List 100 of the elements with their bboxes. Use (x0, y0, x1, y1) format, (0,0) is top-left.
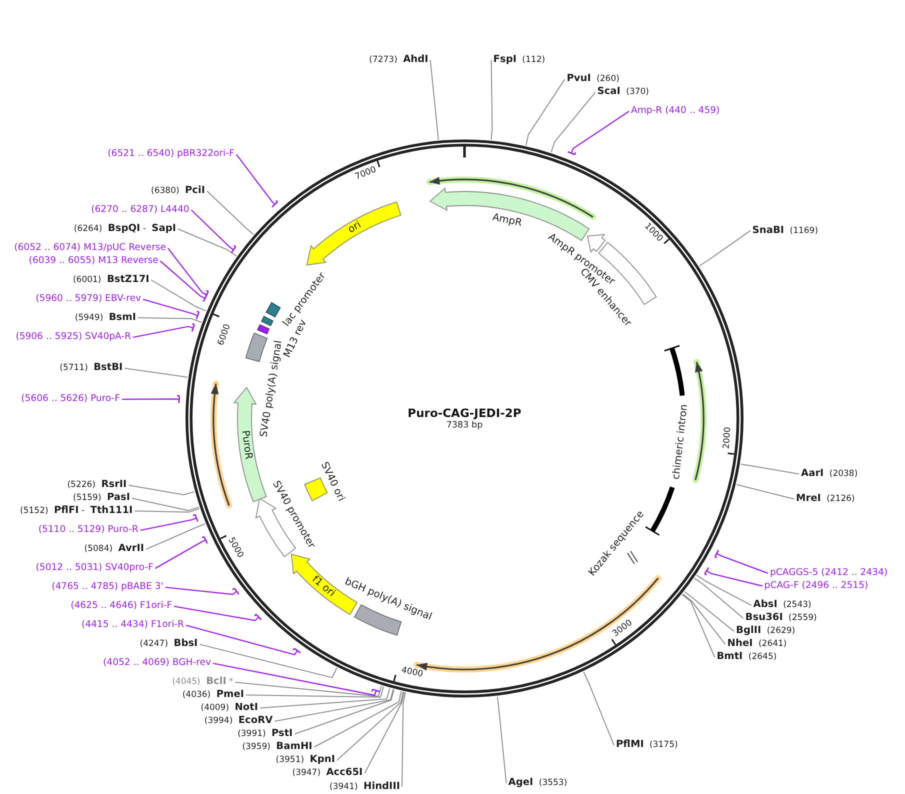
feature-label: SV40 poly(A) signal (258, 339, 284, 438)
restriction-site-label: (4009) NotI (198, 702, 260, 714)
leader-line (698, 230, 751, 266)
restriction-site-label: AarI (2038) (799, 468, 860, 480)
restriction-site-label: (3951) KpnI (274, 754, 337, 766)
restriction-site-label: (3947) Acc65I (290, 767, 365, 780)
feature-label: AmpR (490, 212, 523, 230)
leader-line (704, 566, 762, 587)
leader-line (138, 317, 202, 323)
leader-line (682, 593, 726, 645)
leader-line (682, 594, 716, 658)
primer-label: (5906 .. 5925) SV40pA-R (14, 331, 133, 344)
leader-line (236, 154, 278, 208)
leader-line (150, 280, 207, 312)
restriction-site-label: AbsI (2543) (751, 599, 814, 612)
feature-box (260, 315, 274, 327)
restriction-site-label: (3991) PstI (236, 728, 295, 740)
restriction-site-label: (4045) BclI* (170, 676, 236, 688)
leader-line (142, 298, 200, 320)
primer-label: (5960 .. 5979) EBV-rev (34, 293, 143, 306)
leader-line (314, 690, 402, 748)
leader-line (550, 92, 596, 153)
restriction-site-label: AgeI (3553) (506, 777, 570, 790)
leader-line (694, 578, 744, 619)
leader-line (294, 688, 394, 734)
leader-line (490, 60, 493, 140)
primer-label: pCAG-F (2496 .. 2515) (762, 580, 870, 592)
leader-line (430, 60, 439, 140)
scale-label: 2000 (722, 426, 734, 450)
leader-line (186, 624, 302, 656)
leader-line (155, 536, 208, 569)
feature-box (303, 460, 347, 504)
leader-line (199, 644, 338, 678)
primer-label: (6039 .. 6055) M13 Reverse (26, 255, 160, 267)
primer-label: (4765 .. 4785) pBABE 3' (50, 581, 166, 594)
primer-label: (6052 .. 6074) M13/pUC Reverse (12, 242, 168, 254)
primer-label: (5110 .. 5129) Puro-R (36, 524, 140, 536)
leader-line (190, 210, 236, 254)
leader-line (132, 323, 196, 338)
leader-line (134, 508, 200, 513)
restriction-site-label: (4247) BbsI (138, 638, 200, 650)
restriction-site-label: (5711) BstBI (58, 362, 125, 374)
leader-line (146, 523, 206, 550)
leader-line (206, 190, 254, 235)
leader-line (246, 686, 384, 698)
leader-line (178, 228, 237, 257)
leader-line (234, 682, 382, 697)
primer-label: (4052 .. 4069) BGH-rev (101, 657, 213, 670)
restriction-site-label: (5159) PasI (71, 492, 132, 504)
feature-label: chimeric intron (671, 404, 692, 481)
feature-label: PuroR (238, 430, 254, 460)
leader-line (260, 688, 390, 708)
restriction-site-label: (7273) AhdI (367, 54, 430, 66)
restriction-site-label: BmtI (2645) (714, 651, 779, 664)
leader-line (496, 696, 507, 784)
leader-line (122, 394, 180, 404)
leader-line (736, 484, 794, 500)
restriction-site-label: BglII (2629) (734, 625, 798, 638)
leader-line (140, 514, 198, 531)
primer-label: (6521 .. 6540) pBR322ori-F (106, 148, 236, 160)
leader-line (160, 260, 208, 302)
leader-line (364, 691, 405, 774)
restriction-site-label: (6264) BspQI - SapI (72, 223, 178, 235)
restriction-site-label: (3959) BamHI (240, 741, 314, 753)
scale-label: 6000 (216, 322, 233, 347)
plasmid-size: 7383 bp (446, 420, 483, 431)
leader-line (132, 498, 200, 512)
leader-line (336, 691, 404, 761)
restriction-site-label: PvuI (260) (564, 73, 622, 86)
primer-label: Amp-R (440 .. 459) (629, 105, 722, 118)
primer-label: (6270 .. 6287) L4440 (89, 204, 192, 216)
restriction-site-label: (6380) PciI (149, 185, 207, 197)
primer-label: (5606 .. 5626) Puro-F (19, 393, 122, 406)
primer-label: pCAGGS-5 (2412 .. 2434) (768, 567, 890, 580)
leader-line (714, 549, 768, 574)
leader-line (740, 464, 800, 474)
leader-line (124, 368, 188, 378)
restriction-site-label: (5084) AvrII (82, 543, 146, 556)
leader-line (128, 484, 195, 496)
restriction-site-label: (5226) RsrII (65, 479, 129, 492)
restriction-site-label: PflMI (3175) (614, 739, 680, 752)
plasmid-name: Puro-CAG-JEDI-2P (408, 406, 522, 420)
restriction-site-label: SnaBI (1169) (750, 224, 820, 237)
restriction-site-label: NheI (2641) (725, 638, 789, 650)
restriction-site-label: (5152) PflFI - Tth111I (18, 505, 135, 517)
feature-box (342, 576, 433, 637)
scale-label: 7000 (354, 165, 378, 182)
leader-line (165, 586, 240, 595)
leader-line (212, 662, 380, 696)
leader-line (174, 606, 262, 622)
restriction-site-label: (3994) EcoRV (202, 715, 275, 728)
restriction-site-label: (5949) BsmI (72, 312, 138, 324)
leader-line (696, 574, 752, 606)
primer-label: (4415 .. 4434) F1ori-R (79, 619, 186, 632)
leader-line (567, 110, 630, 156)
restriction-site-label: ScaI (370) (595, 86, 651, 98)
primer-label: (4625 .. 4646) F1ori-F (68, 600, 174, 612)
feature-label: SV40 ori (318, 460, 347, 504)
leader-line (402, 692, 406, 788)
leader-line (583, 671, 614, 746)
